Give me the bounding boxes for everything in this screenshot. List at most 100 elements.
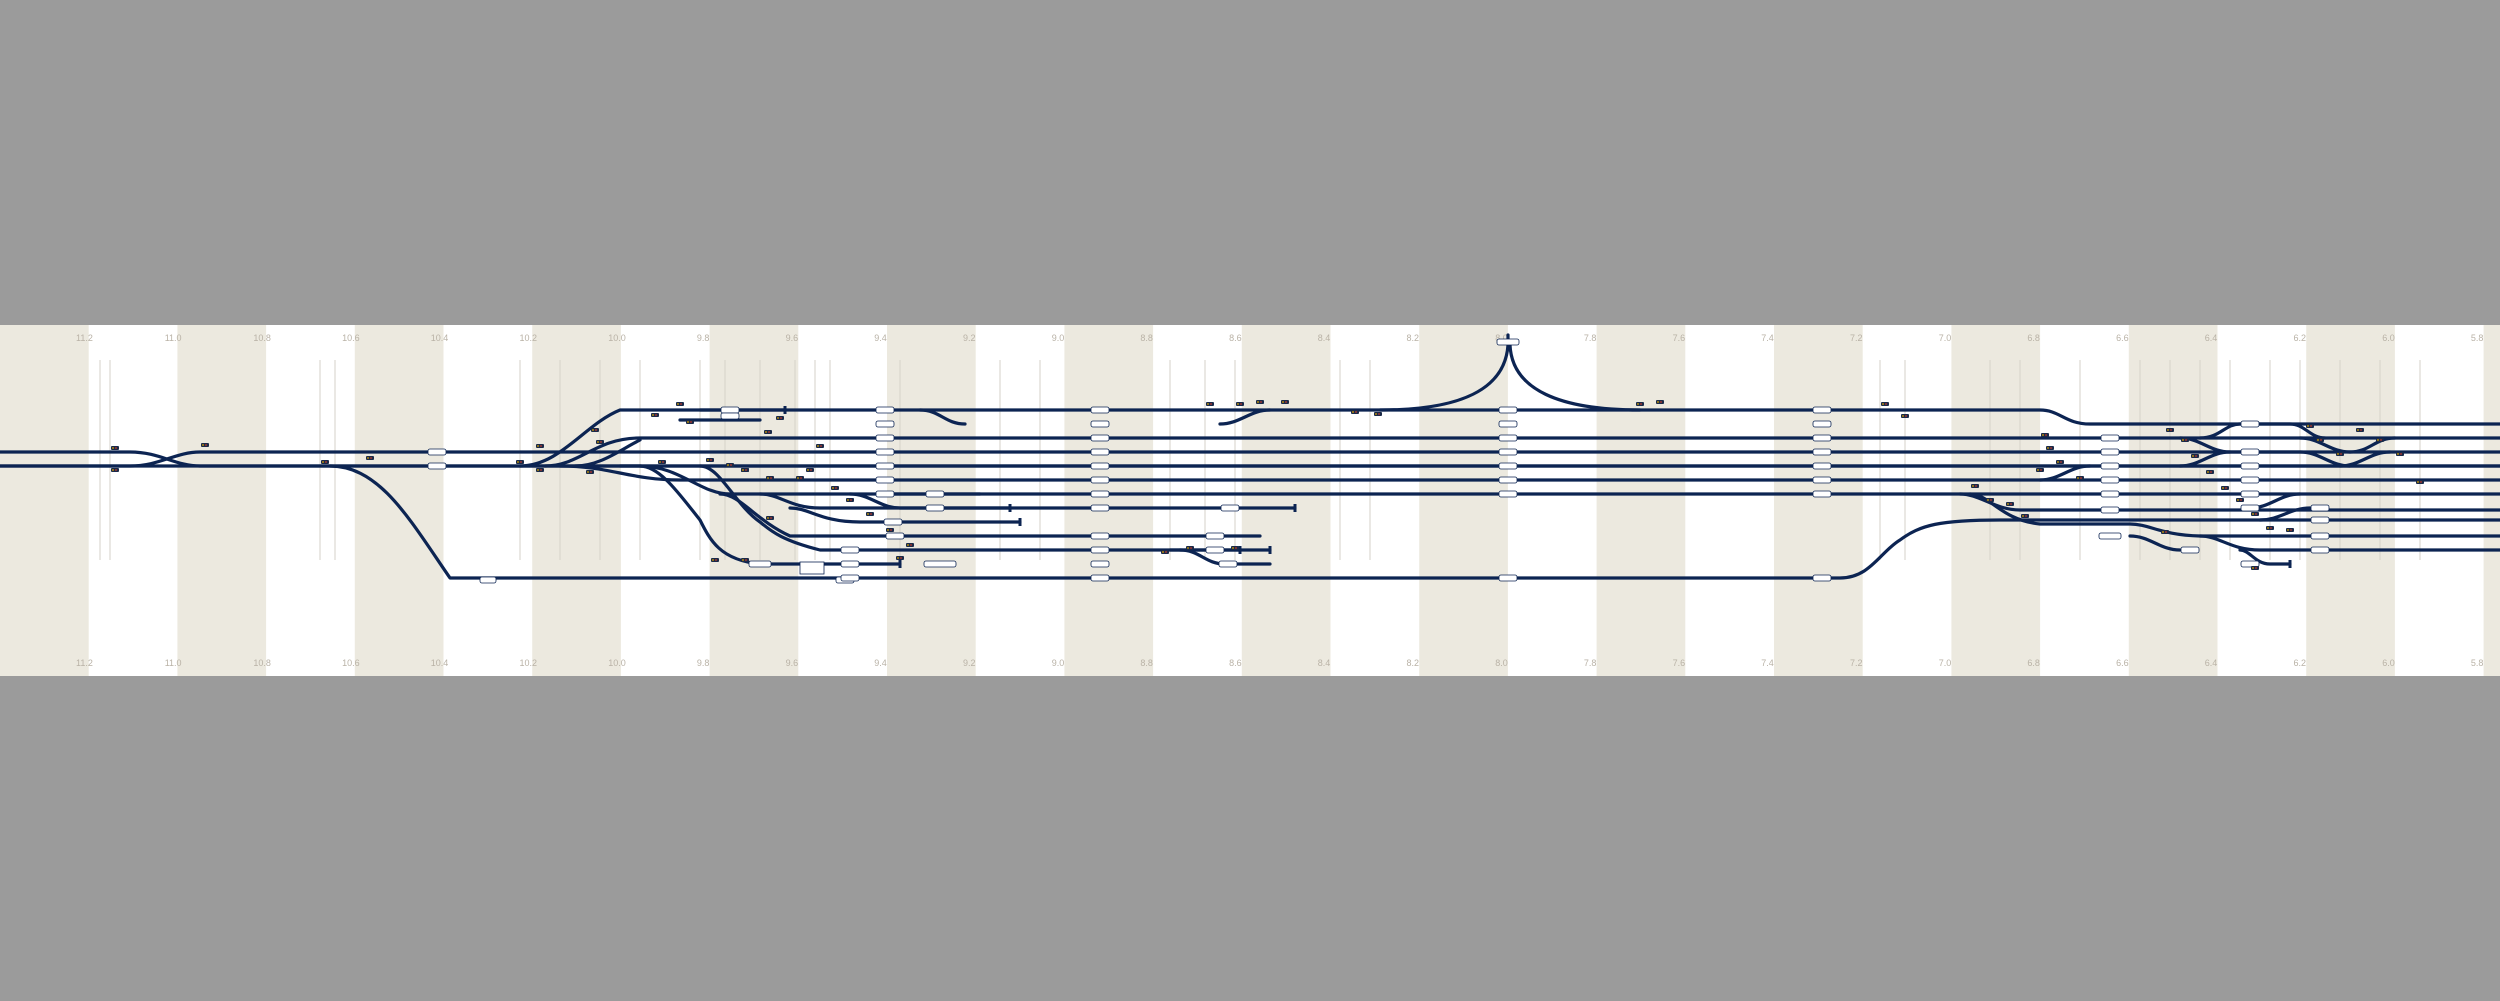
signal-icon[interactable] xyxy=(686,420,694,424)
track-label-box[interactable] xyxy=(1220,504,1240,512)
track-label-box[interactable] xyxy=(2310,516,2330,524)
track-label-box[interactable] xyxy=(2100,476,2120,484)
track-label-box[interactable] xyxy=(479,576,497,584)
track-label-box[interactable] xyxy=(1496,338,1520,346)
signal-icon[interactable] xyxy=(1374,412,1382,416)
signal-icon[interactable] xyxy=(111,446,119,450)
signal-icon[interactable] xyxy=(766,476,774,480)
signal-icon[interactable] xyxy=(2221,486,2229,490)
track-label-box[interactable] xyxy=(1205,546,1225,554)
track-line[interactable] xyxy=(2198,534,2500,552)
track-line[interactable] xyxy=(518,408,2500,468)
track-label-box[interactable] xyxy=(1498,574,1518,582)
signal-icon[interactable] xyxy=(2166,428,2174,432)
track-label-box[interactable] xyxy=(1812,448,1832,456)
track-label-box[interactable] xyxy=(923,560,957,568)
track-label-box[interactable] xyxy=(2240,490,2260,498)
signal-icon[interactable] xyxy=(2046,446,2054,450)
signal-icon[interactable] xyxy=(2236,498,2244,502)
track-line[interactable] xyxy=(2338,450,2392,468)
track-line[interactable] xyxy=(848,492,1012,510)
track-line[interactable] xyxy=(2198,422,2327,440)
track-line[interactable] xyxy=(2258,506,2312,522)
track-label-box[interactable] xyxy=(1812,462,1832,470)
track-label-box[interactable] xyxy=(840,560,860,568)
track-label-box[interactable] xyxy=(2180,546,2200,554)
track-label-box[interactable] xyxy=(875,448,895,456)
track-line[interactable] xyxy=(2348,436,2397,454)
signal-icon[interactable] xyxy=(2021,514,2029,518)
signal-icon[interactable] xyxy=(1636,402,1644,406)
signal-icon[interactable] xyxy=(1206,402,1214,406)
track-label-box[interactable] xyxy=(2310,532,2330,540)
track-label-box[interactable] xyxy=(840,574,860,582)
signal-icon[interactable] xyxy=(831,486,839,490)
track-label-box[interactable] xyxy=(875,490,895,498)
track-label-box[interactable] xyxy=(2310,504,2330,512)
signal-icon[interactable] xyxy=(1656,400,1664,404)
signal-icon[interactable] xyxy=(741,558,749,562)
track-label-box[interactable] xyxy=(875,406,895,414)
signal-icon[interactable] xyxy=(536,444,544,448)
signal-icon[interactable] xyxy=(2396,452,2404,456)
signal-icon[interactable] xyxy=(2041,433,2049,437)
track-label-box[interactable] xyxy=(2240,476,2260,484)
track-label-box[interactable] xyxy=(1090,560,1110,568)
signal-icon[interactable] xyxy=(846,498,854,502)
track-label-box[interactable] xyxy=(1090,490,1110,498)
signal-icon[interactable] xyxy=(816,444,824,448)
track-label-box[interactable] xyxy=(2100,506,2120,514)
signal-icon[interactable] xyxy=(2161,530,2169,534)
track-line[interactable] xyxy=(2038,464,2092,482)
signal-icon[interactable] xyxy=(886,528,894,532)
track-label-box[interactable] xyxy=(2100,490,2120,498)
track-label-box[interactable] xyxy=(1812,420,1832,428)
signal-icon[interactable] xyxy=(1881,402,1889,406)
track-label-box[interactable] xyxy=(1090,504,1110,512)
track-label-boxes[interactable] xyxy=(427,338,2330,584)
track-line[interactable] xyxy=(328,464,2500,580)
track-label-box[interactable] xyxy=(1812,574,1832,582)
track-label-box[interactable] xyxy=(2240,420,2260,428)
track-line[interactable] xyxy=(2298,436,2352,454)
track-label-box[interactable] xyxy=(1812,476,1832,484)
track-label-box[interactable] xyxy=(1090,532,1110,540)
signal-icon[interactable] xyxy=(706,458,714,462)
track-line[interactable] xyxy=(2178,436,2352,468)
track-label-box[interactable] xyxy=(2240,448,2260,456)
track-line[interactable] xyxy=(718,492,1262,538)
signal-icon[interactable] xyxy=(2316,438,2324,442)
track-label-box[interactable] xyxy=(1498,462,1518,470)
track-label-box[interactable] xyxy=(2240,504,2260,512)
track-label-box[interactable] xyxy=(1498,448,1518,456)
signal-icon[interactable] xyxy=(1256,400,1264,404)
signal-icon[interactable] xyxy=(2076,476,2084,480)
track-line[interactable] xyxy=(918,408,967,426)
track-label-box[interactable] xyxy=(2240,462,2260,470)
signal-icon[interactable] xyxy=(2006,502,2014,506)
track-label-box[interactable] xyxy=(1090,462,1110,470)
track-label-box[interactable] xyxy=(840,546,860,554)
track-line[interactable] xyxy=(2238,548,2292,566)
signal-icon[interactable] xyxy=(2266,526,2274,530)
track-line[interactable] xyxy=(758,492,1297,510)
signal-icon[interactable] xyxy=(651,413,659,417)
signal-icon[interactable] xyxy=(1351,410,1359,414)
track-label-box[interactable] xyxy=(1218,560,1238,568)
track-label-box[interactable] xyxy=(2100,462,2120,470)
signal-icon[interactable] xyxy=(201,443,209,447)
signal-icon[interactable] xyxy=(596,440,604,444)
track-label-box[interactable] xyxy=(2240,560,2260,568)
tracks[interactable] xyxy=(0,333,2500,580)
signal-icon[interactable] xyxy=(2036,468,2044,472)
signal-icon[interactable] xyxy=(586,470,594,474)
signal-icon[interactable] xyxy=(2056,460,2064,464)
signal-icon[interactable] xyxy=(726,463,734,467)
signal-icon[interactable] xyxy=(1971,484,1979,488)
track-label-box[interactable] xyxy=(2098,532,2122,540)
signal-icon[interactable] xyxy=(2251,512,2259,516)
track-label-box[interactable] xyxy=(427,448,447,456)
track-line[interactable] xyxy=(698,464,1272,552)
